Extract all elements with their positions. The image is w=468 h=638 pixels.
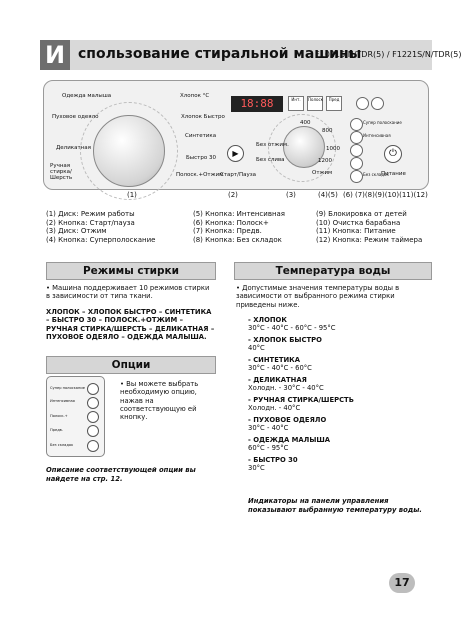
legend-item: (8) Кнопка: Без складок	[193, 235, 282, 244]
model-number: F1021S/N/TDR(5) / F1221S/N/TDR(5)	[315, 50, 462, 59]
legend-item: (9) Блокировка от детей	[316, 210, 407, 218]
option-btn-crease	[350, 170, 363, 183]
legend-item: (5) Кнопка: Интенсивная	[193, 210, 286, 218]
panel-label-handwash: Ручная стирка/Шерсть	[50, 163, 73, 181]
legend-item: (4) Кнопка: Суперполоскание	[46, 235, 156, 244]
bullet-icon: •	[46, 284, 53, 292]
spin-value-1000: 1000	[326, 146, 340, 152]
spin-value-800: 800	[322, 128, 333, 134]
side-option-label: Без складок	[363, 172, 389, 177]
page-title: спользование стиральной машины	[78, 46, 362, 62]
panel-box-prewash: Пред	[326, 96, 342, 111]
legend-item: (3) Диск: Отжим	[46, 227, 107, 235]
power-label: Питание	[381, 171, 406, 177]
callout-4-5: (4)(5)	[318, 191, 338, 199]
power-icon: ⏻	[384, 145, 402, 163]
side-option-label: Интенсивная	[363, 133, 391, 138]
section-title-modes: Режимы стирки	[46, 262, 216, 280]
option-btn-prewash	[350, 157, 363, 170]
callout-1: (1)	[127, 191, 137, 199]
section-title-temp: Температура воды	[234, 262, 432, 280]
header-bar	[40, 40, 432, 70]
option-button	[87, 397, 99, 409]
start-pause-icon: ▶︎	[227, 145, 244, 162]
option-button	[87, 383, 99, 395]
callout-7-12: (7)(8)(9)(10)(11)(12)	[355, 191, 428, 199]
temp-bullet: • Допустимые значения температуры воды в…	[236, 284, 400, 309]
opt-label: Интенсивная	[50, 399, 75, 403]
opt-label: Полоск.+	[50, 414, 68, 418]
start-pause-label: Старт/Пауза	[220, 172, 257, 178]
spin-no-drain: Без слива	[256, 157, 285, 163]
opt-label: Без складок	[50, 443, 74, 447]
time-display: 18:88	[231, 96, 283, 112]
program-dial	[93, 115, 165, 187]
option-btn-rinse-plus	[350, 144, 363, 157]
legend-col-3: (9) Блокировка от детей (10) Очистка бар…	[316, 210, 422, 244]
spin-dial	[283, 126, 325, 168]
spin-value-1200: 1200	[318, 158, 332, 164]
callout-2: (2)	[228, 191, 238, 199]
bullet-icon: •	[120, 380, 127, 388]
program-dial-ring	[80, 102, 178, 200]
panel-box-intense: Инт.	[288, 96, 304, 111]
spin-dial-ring	[268, 114, 336, 182]
modes-list: ХЛОПОК – ХЛОПОК БЫСТРО – СИНТЕТИКА – БЫС…	[46, 308, 215, 341]
panel-label-synthetic: Синтетика	[185, 133, 217, 139]
panel-label-cotton-quick: Хлопок Быстро	[181, 114, 225, 120]
option-button	[87, 425, 99, 437]
option-btn-super-rinse	[350, 118, 363, 131]
panel-label-quick30: Быстро 30	[186, 155, 216, 161]
temp-note: Индикаторы на панели управления показыва…	[248, 497, 422, 514]
option-button	[87, 440, 99, 452]
callout-6: (6)	[343, 191, 353, 199]
legend-col-2: (5) Кнопка: Интенсивная (6) Кнопка: Поло…	[193, 210, 285, 244]
timer-button	[356, 97, 369, 110]
panel-label-cotton: Хлопок °С	[180, 93, 210, 99]
options-text: • Вы можете выбрать необходимую опцию, н…	[120, 380, 199, 422]
legend-item: (10) Очистка барабана	[316, 218, 401, 227]
modes-bullet: • Машина поддерживает 10 режимов стирки …	[46, 284, 210, 301]
panel-label-delicate: Деликатная	[56, 145, 91, 151]
legend-item: (7) Кнопка: Предв.	[193, 227, 262, 235]
panel-label-rinse-spin: Полоск.+Отжим	[176, 172, 224, 178]
spin-value-400: 400	[300, 120, 311, 126]
legend-item: (2) Кнопка: Старт/пауза	[46, 218, 135, 227]
opt-label: Супер полоскание	[50, 386, 85, 390]
panel-box-rinse: Полоск	[307, 96, 323, 111]
legend-item: (11) Кнопка: Питание	[316, 227, 396, 235]
section-title-options: Опции	[46, 356, 216, 374]
bullet-icon: •	[236, 284, 243, 292]
side-option-label: Супер полоскание	[363, 120, 402, 125]
panel-label-baby: Одежда малыша	[62, 93, 112, 99]
spin-no-spin: Без отжим.	[256, 142, 289, 148]
callout-3: (3)	[286, 191, 296, 199]
header-initial-letter: И	[40, 40, 70, 70]
panel-button	[371, 97, 384, 110]
legend-item: (1) Диск: Режим работы	[46, 210, 135, 218]
legend-col-1: (1) Диск: Режим работы (2) Кнопка: Старт…	[46, 210, 155, 244]
spin-label: Отжим	[312, 170, 333, 176]
legend-item: (12) Кнопка: Режим таймера	[316, 235, 423, 244]
opt-label: Предв.	[50, 428, 63, 432]
page-number: 17	[389, 573, 415, 593]
options-note: Описание соответствующей опции вы найдет…	[46, 466, 196, 483]
option-button	[87, 411, 99, 423]
panel-label-duvet: Пуховое одеяло	[52, 114, 99, 120]
legend-item: (6) Кнопка: Полоск+	[193, 218, 269, 227]
option-btn-intensive	[350, 131, 363, 144]
